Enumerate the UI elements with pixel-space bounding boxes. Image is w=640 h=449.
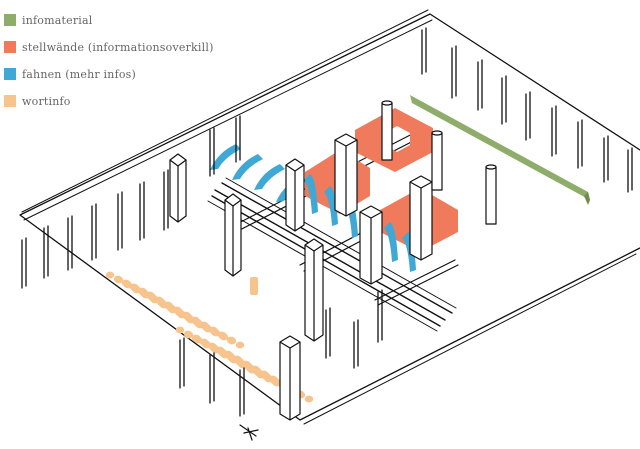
column-post <box>477 59 483 111</box>
column-post <box>21 237 27 289</box>
column-post <box>179 337 185 389</box>
wortinfo-seats <box>105 271 314 403</box>
square-column-top <box>285 158 305 172</box>
wortinfo-seat <box>181 311 191 319</box>
column-post <box>209 352 215 404</box>
square-column-top <box>334 133 358 147</box>
column-post <box>209 127 215 177</box>
column-post <box>117 191 123 251</box>
legend-item-stellwaende: stellwände (informationsoverkill) <box>4 39 214 55</box>
wortinfo-seat <box>217 331 227 339</box>
column-post <box>235 115 241 163</box>
wortinfo-lectern <box>250 277 258 295</box>
wortinfo-seat <box>190 316 200 324</box>
square-column-top <box>359 205 383 219</box>
wortinfo-seat <box>199 321 209 329</box>
wortinfo-seat <box>172 306 182 314</box>
wortinfo-seat <box>223 350 233 358</box>
fahne-flag <box>254 164 285 190</box>
column-post <box>377 289 383 343</box>
wortinfo-seat <box>137 287 147 295</box>
column-post <box>577 119 583 169</box>
legend-item-fahnen: fahnen (mehr infos) <box>4 66 136 82</box>
column-post <box>163 169 169 231</box>
column-post <box>91 203 97 261</box>
north-arrow-mark <box>239 424 259 441</box>
column-post <box>421 27 427 75</box>
wortinfo-seat <box>268 375 278 383</box>
wortinfo-seat <box>154 296 164 304</box>
wortinfo-seat <box>113 275 123 283</box>
infomaterial-swatch <box>4 14 16 26</box>
wortinfo-seat <box>304 395 314 403</box>
column-post <box>325 307 331 359</box>
infomaterial-shelf-side <box>584 192 590 205</box>
square-column-top <box>304 238 324 252</box>
wortinfo-seat <box>199 338 209 346</box>
column-post <box>525 91 531 141</box>
wortinfo-seat <box>208 326 218 334</box>
legend-item-infomaterial: infomaterial <box>4 12 92 28</box>
fahne-flag <box>210 144 241 170</box>
column-post <box>139 181 145 241</box>
wortinfo-seat <box>183 330 193 338</box>
wortinfo-seat <box>191 334 201 342</box>
wortinfo-seat <box>163 301 173 309</box>
wortinfo-seat <box>175 326 185 334</box>
square-column-top <box>169 153 187 167</box>
legend-label: fahnen (mehr infos) <box>22 67 136 81</box>
column-post <box>551 105 557 157</box>
infomaterial-shelf <box>410 95 590 200</box>
stellwaende-swatch <box>4 41 16 53</box>
column-post <box>627 147 633 193</box>
stellwand-ring-top <box>355 108 433 172</box>
square-column <box>279 342 301 421</box>
fahne-flag <box>384 222 398 262</box>
wortinfo-seat <box>105 271 115 279</box>
column-post <box>353 319 359 369</box>
wortinfo-seat <box>241 360 251 368</box>
square-column-top <box>279 335 301 349</box>
wortinfo-seat <box>129 283 139 291</box>
column-post <box>43 225 49 279</box>
floor-outline <box>19 9 640 425</box>
legend: infomaterial stellwände (informationsove… <box>0 0 220 110</box>
column-post <box>239 367 245 417</box>
wortinfo-seat <box>226 336 236 344</box>
column-post <box>501 75 507 125</box>
fahne-flag <box>232 154 263 180</box>
square-column <box>224 200 242 277</box>
columns <box>21 27 633 421</box>
column-post <box>603 135 609 183</box>
wortinfo-seat <box>215 346 225 354</box>
wortinfo-seat <box>207 342 217 350</box>
wortinfo-seat <box>145 291 155 299</box>
column-post <box>451 45 457 99</box>
fahnen-swatch <box>4 68 16 80</box>
legend-label: wortinfo <box>22 94 71 108</box>
wortinfo-seat <box>259 370 269 378</box>
wortinfo-seat <box>232 355 242 363</box>
square-column <box>304 245 324 342</box>
square-column <box>359 212 383 285</box>
square-column <box>169 160 187 223</box>
square-column <box>334 140 358 217</box>
wortinfo-swatch <box>4 95 16 107</box>
wortinfo-seat <box>250 365 260 373</box>
legend-label: infomaterial <box>22 13 93 27</box>
column-post <box>67 215 73 271</box>
wortinfo-seat <box>121 279 131 287</box>
legend-label: stellwände (informationsoverkill) <box>22 40 214 54</box>
wortinfo-seat <box>235 341 245 349</box>
square-column-top <box>224 193 242 207</box>
fahne-flag <box>304 174 318 214</box>
square-column <box>285 165 305 232</box>
round-pillars <box>381 100 497 225</box>
square-column <box>409 182 433 261</box>
legend-item-wortinfo: wortinfo <box>4 93 71 109</box>
